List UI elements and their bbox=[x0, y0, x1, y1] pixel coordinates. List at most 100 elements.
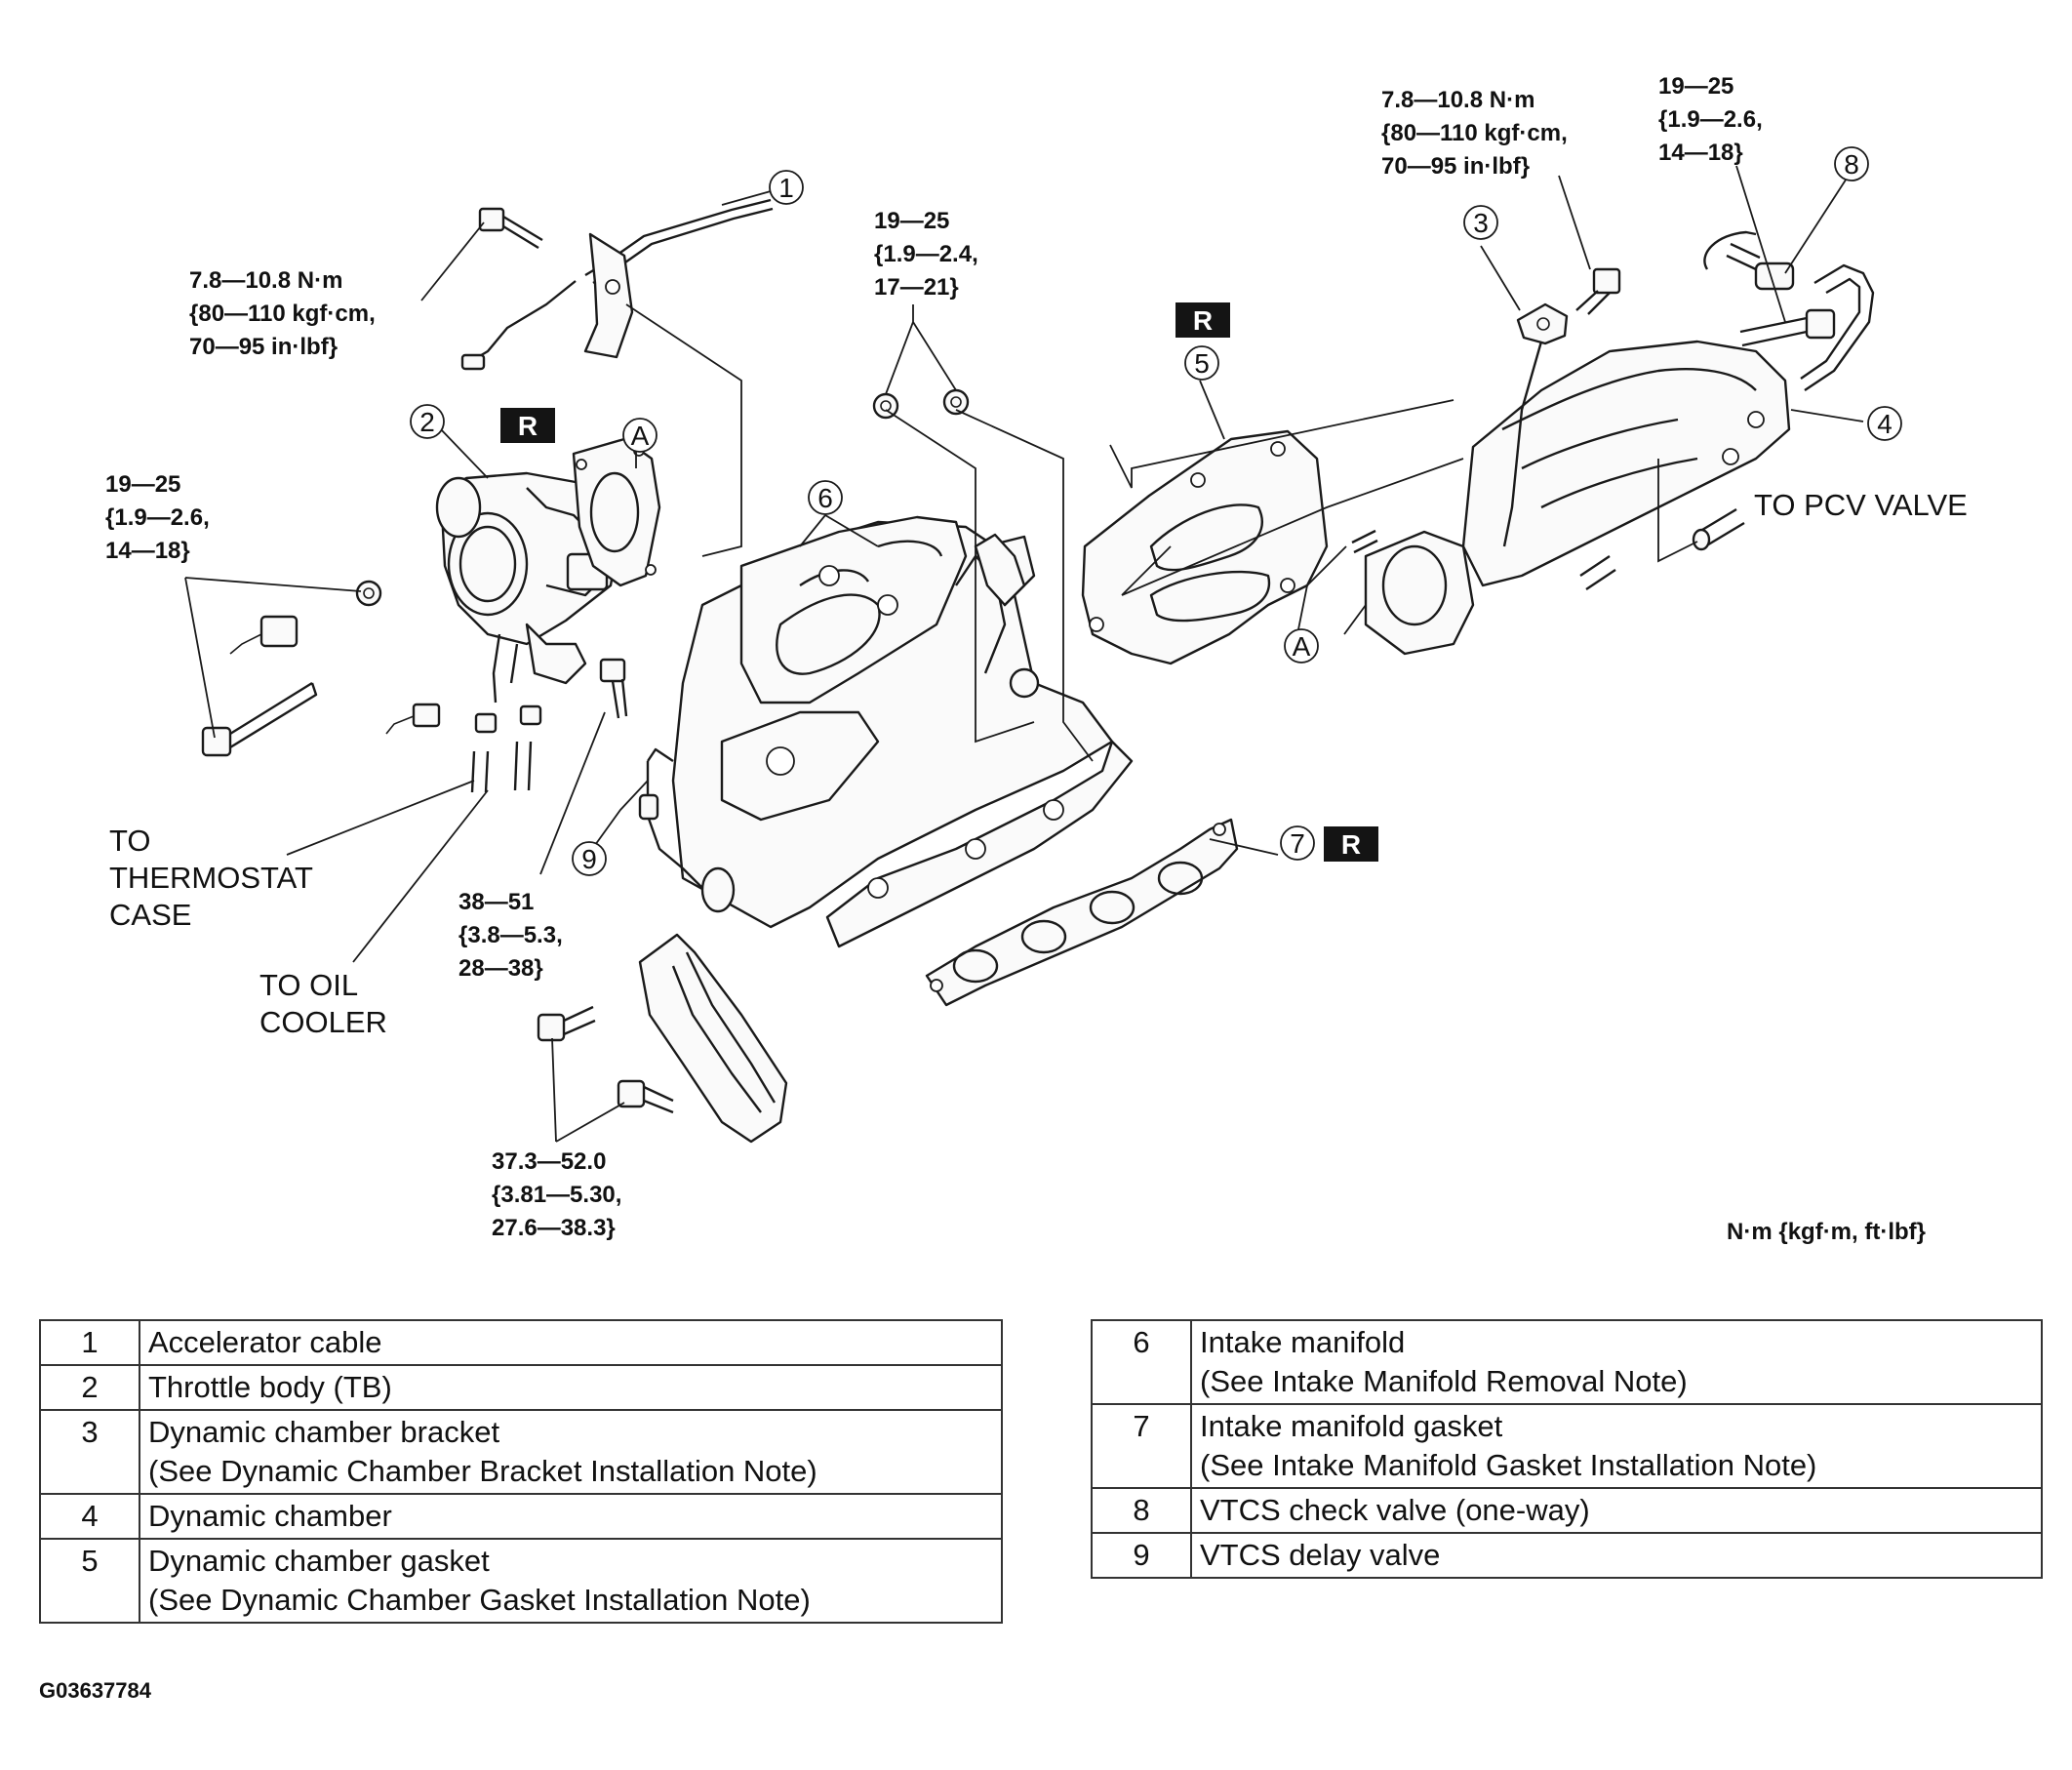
callout-7: 7 bbox=[1280, 825, 1315, 861]
svg-text:37.3—52.0: 37.3—52.0 bbox=[492, 1148, 606, 1175]
svg-text:{1.9—2.4,: {1.9—2.4, bbox=[874, 241, 978, 267]
legend-item-number: 5 bbox=[39, 1538, 140, 1624]
legend-item-number: 7 bbox=[1091, 1403, 1192, 1489]
manifold-actuator-part bbox=[974, 533, 1040, 699]
legend-item-number: 1 bbox=[39, 1319, 140, 1366]
legend-item-number: 4 bbox=[39, 1493, 140, 1540]
svg-text:TO OIL: TO OIL bbox=[259, 968, 358, 1002]
exploded-view-diagram: 1 2 3 4 5 6 7 8 9 A A R bbox=[105, 73, 1968, 1245]
callout-6: 6 bbox=[808, 480, 843, 515]
legend-item-number: 9 bbox=[1091, 1532, 1192, 1579]
torque-spec-accel-bolt: 7.8—10.8 N·m {80—110 kgf·cm, 70—95 in·lb… bbox=[189, 267, 376, 360]
callout-a-left: A bbox=[622, 418, 657, 453]
torque-spec-chamber-bolt: 19—25 {1.9—2.6, 14—18} bbox=[1658, 73, 1763, 166]
callout-1: 1 bbox=[769, 170, 804, 205]
svg-text:{80—110 kgf·cm,: {80—110 kgf·cm, bbox=[1381, 120, 1568, 146]
legend-item-name: VTCS delay valve bbox=[1200, 1538, 1441, 1572]
svg-text:{80—110 kgf·cm,: {80—110 kgf·cm, bbox=[189, 301, 376, 327]
units-note: N·m {kgf·m, ft·lbf} bbox=[1727, 1219, 1926, 1245]
svg-text:{3.8—5.3,: {3.8—5.3, bbox=[458, 922, 563, 948]
svg-text:{3.81—5.30,: {3.81—5.30, bbox=[492, 1182, 621, 1208]
callout-a-right: A bbox=[1284, 628, 1319, 664]
svg-text:14—18}: 14—18} bbox=[1658, 140, 1743, 166]
intake-manifold-gasket-part bbox=[925, 818, 1239, 1007]
legend-item-number: 8 bbox=[1091, 1487, 1192, 1534]
svg-text:27.6—38.3}: 27.6—38.3} bbox=[492, 1215, 616, 1241]
lower-bracket-bolt-upper-part bbox=[537, 1005, 596, 1042]
manifold-nut-left-part bbox=[872, 392, 899, 420]
svg-text:A: A bbox=[1293, 631, 1311, 662]
callout-5: 5 bbox=[1184, 345, 1219, 381]
tb-long-bolt-part bbox=[201, 681, 318, 757]
svg-text:19—25: 19—25 bbox=[105, 471, 180, 498]
replace-mark-tb-gasket: R bbox=[500, 408, 555, 443]
figure-id: G03637784 bbox=[39, 1678, 151, 1703]
svg-text:7.8—10.8 N·m: 7.8—10.8 N·m bbox=[1381, 87, 1534, 113]
legend-item-number: 6 bbox=[1091, 1319, 1192, 1405]
callout-3: 3 bbox=[1463, 205, 1498, 240]
legend-item-name: Dynamic chamber gasket bbox=[148, 1544, 490, 1578]
svg-text:70—95 in·lbf}: 70—95 in·lbf} bbox=[189, 334, 338, 360]
tb-hose-connectors-part bbox=[385, 703, 542, 793]
svg-text:38—51: 38—51 bbox=[458, 889, 534, 915]
replace-mark-manifold-gasket: R bbox=[1324, 826, 1378, 862]
destination-pcv-valve: TO PCV VALVE bbox=[1754, 488, 1968, 522]
svg-text:7.8—10.8 N·m: 7.8—10.8 N·m bbox=[189, 267, 342, 294]
svg-text:19—25: 19—25 bbox=[1658, 73, 1733, 100]
leader-lines bbox=[184, 165, 1864, 1143]
legend-item-note: (See Dynamic Chamber Gasket Installation… bbox=[148, 1583, 811, 1617]
callout-9: 9 bbox=[572, 841, 607, 876]
tb-nut-part bbox=[355, 580, 382, 607]
svg-text:1: 1 bbox=[778, 173, 794, 203]
svg-text:3: 3 bbox=[1473, 208, 1489, 238]
svg-text:28—38}: 28—38} bbox=[458, 955, 543, 982]
destination-oil-cooler: TO OIL COOLER bbox=[259, 968, 387, 1039]
legend-item-name: Accelerator cable bbox=[148, 1325, 382, 1359]
manifold-bolt-part bbox=[599, 658, 628, 719]
svg-text:70—95 in·lbf}: 70—95 in·lbf} bbox=[1381, 153, 1530, 180]
legend-item-description: Throttle body (TB) bbox=[139, 1364, 1003, 1411]
svg-text:9: 9 bbox=[581, 844, 597, 874]
chamber-bolt-part bbox=[1739, 308, 1836, 347]
legend-item-name: Throttle body (TB) bbox=[148, 1370, 392, 1404]
svg-text:14—18}: 14—18} bbox=[105, 538, 190, 564]
callout-4: 4 bbox=[1867, 406, 1902, 441]
legend-item-description: Dynamic chamber bracket(See Dynamic Cham… bbox=[139, 1409, 1003, 1495]
legend-item-description: VTCS delay valve bbox=[1190, 1532, 2043, 1579]
replace-mark-chamber-gasket: R bbox=[1175, 302, 1230, 338]
svg-text:R: R bbox=[1193, 305, 1213, 336]
tb-connector-part bbox=[229, 615, 299, 655]
svg-text:19—25: 19—25 bbox=[874, 208, 949, 234]
legend-item-number: 3 bbox=[39, 1409, 140, 1495]
legend-item-note: (See Dynamic Chamber Bracket Installatio… bbox=[148, 1454, 817, 1488]
svg-text:8: 8 bbox=[1844, 149, 1859, 180]
accelerator-cable-part bbox=[460, 198, 774, 371]
legend-item-description: VTCS check valve (one-way) bbox=[1190, 1487, 2043, 1534]
svg-text:R: R bbox=[518, 411, 538, 441]
callout-2: 2 bbox=[410, 404, 445, 439]
legend-item-description: Intake manifold(See Intake Manifold Remo… bbox=[1190, 1319, 2043, 1405]
legend-item-description: Dynamic chamber gasket (See Dynamic Chamb… bbox=[139, 1538, 1003, 1624]
torque-spec-manifold-bolt: 38—51 {3.8—5.3, 28—38} bbox=[458, 889, 563, 982]
legend-item-name: Intake manifold gasket bbox=[1200, 1409, 1503, 1443]
legend-item-description: Accelerator cable bbox=[139, 1319, 1003, 1366]
legend-item-description: Intake manifold gasket(See Intake Manifo… bbox=[1190, 1403, 2043, 1489]
svg-text:THERMOSTAT: THERMOSTAT bbox=[109, 861, 313, 895]
svg-text:4: 4 bbox=[1877, 409, 1893, 439]
legend-item-number: 2 bbox=[39, 1364, 140, 1411]
vtcs-delay-valve-part bbox=[638, 747, 736, 913]
dynamic-chamber-part bbox=[1364, 340, 1791, 656]
torque-spec-tb-nuts: 19—25 {1.9—2.6, 14—18} bbox=[105, 471, 210, 564]
vtcs-check-valve-part bbox=[1703, 230, 1875, 391]
svg-text:COOLER: COOLER bbox=[259, 1005, 387, 1039]
callout-8: 8 bbox=[1834, 146, 1869, 181]
torque-spec-chamber-bracket-bolt: 7.8—10.8 N·m {80—110 kgf·cm, 70—95 in·lb… bbox=[1381, 87, 1568, 180]
svg-text:7: 7 bbox=[1290, 828, 1305, 859]
legend-item-name: VTCS check valve (one-way) bbox=[1200, 1493, 1590, 1527]
